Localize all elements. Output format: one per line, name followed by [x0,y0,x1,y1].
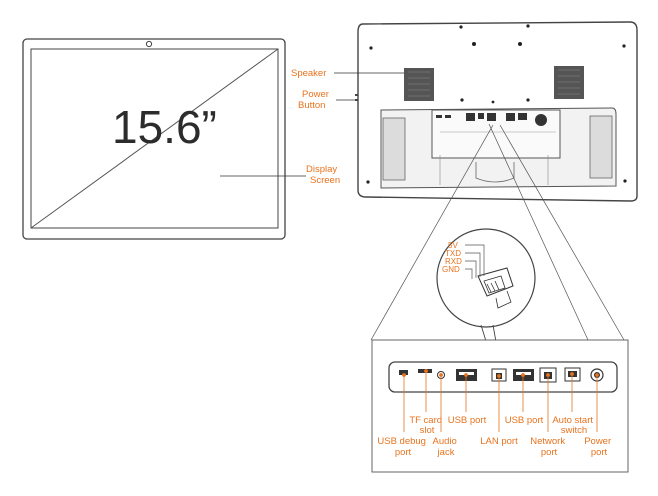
usb-port-1-label: USB port [448,415,487,426]
speaker-label: Speaker [291,68,326,79]
tablet-front: 15.6” [22,38,286,240]
tf-card-slot-label: TF card slot [409,415,444,436]
speaker-right [554,66,584,99]
usb-debug-port-label: USB debug port [377,436,428,458]
display-screen-label: Display Screen [306,164,340,186]
auto-start-switch-label: Auto start switch [552,415,595,436]
screen-size-text: 15.6” [112,101,217,153]
network-port-label: Network port [530,436,567,458]
debug-pin-magnifier [436,228,536,328]
speaker-left [404,68,434,101]
lan-port-label: LAN port [480,436,518,447]
audio-jack-label: Audio jack [433,436,460,458]
pin-5v-label: 5V [448,241,458,250]
power-port-label: Power port [584,436,614,458]
pin-gnd-label: GND [442,265,460,274]
pin-txd-label: TXD [445,249,461,258]
power-button-label: Power Button [298,89,332,111]
camera-icon [145,40,153,48]
usb-port-2-label: USB port [505,415,544,426]
tablet-back [355,21,638,202]
usb-debug-port [399,370,408,375]
pin-rxd-label: RXD [445,257,462,266]
